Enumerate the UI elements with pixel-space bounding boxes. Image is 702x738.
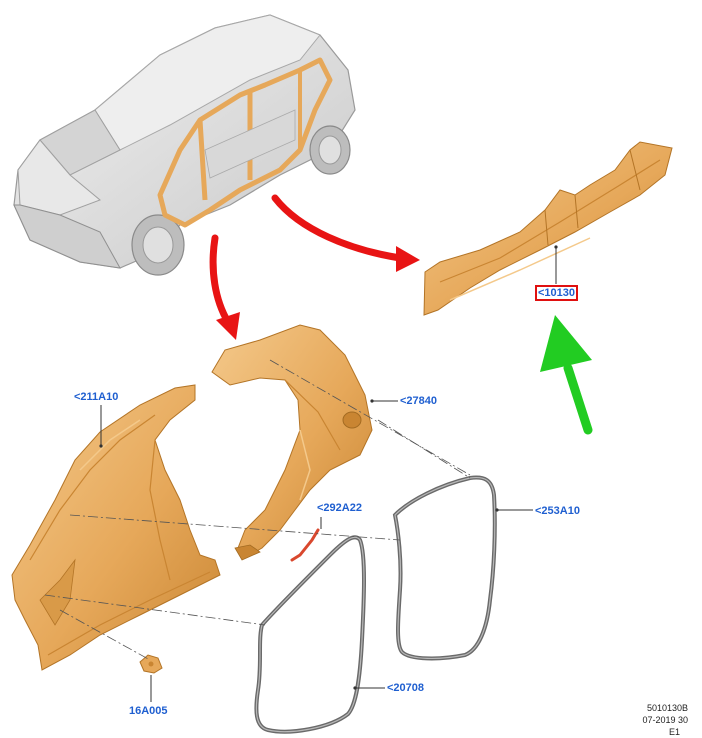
red-arrow-to-sill: [271, 194, 420, 272]
front-weatherstrip: [254, 535, 366, 734]
green-arrow-highlight: [540, 315, 593, 435]
rear-quarter-panel: [211, 324, 373, 561]
illustration-date: 07-2019 30: [642, 715, 688, 725]
rear-weatherstrip: [392, 475, 497, 661]
illustration-code: 5010130B: [646, 703, 688, 713]
rear-seal-strip: [290, 528, 320, 562]
callout-grommet-part-number[interactable]: 16A005: [129, 705, 168, 717]
callout-front-weatherstrip-part-number[interactable]: <20708: [387, 682, 425, 694]
grommet-part: [139, 654, 163, 674]
callout-quarter-panel-part-number[interactable]: <27840: [400, 395, 438, 407]
callout-seal-part-number[interactable]: <292A22: [317, 502, 362, 514]
front-weatherstrip-leader-dot: [353, 686, 357, 690]
red-arrow-to-panels: [209, 234, 240, 340]
car-body: [13, 14, 356, 276]
a-pillar-leader-dot: [99, 444, 103, 448]
callout-rear-weatherstrip-part-number[interactable]: <253A10: [535, 505, 580, 517]
callout-sill-part-number[interactable]: <10130: [535, 285, 579, 301]
a-pillar-side-frame: [11, 384, 221, 671]
sill-leader-dot: [554, 245, 558, 249]
rear-weatherstrip-leader-dot: [495, 508, 499, 512]
illustration-revision: E1: [668, 727, 680, 737]
sill-panel: [423, 141, 673, 316]
callout-a-pillar-part-number[interactable]: <211A10: [74, 391, 119, 403]
quarter-leader-dot: [370, 399, 374, 403]
assembly-centerlines: [44, 359, 471, 661]
